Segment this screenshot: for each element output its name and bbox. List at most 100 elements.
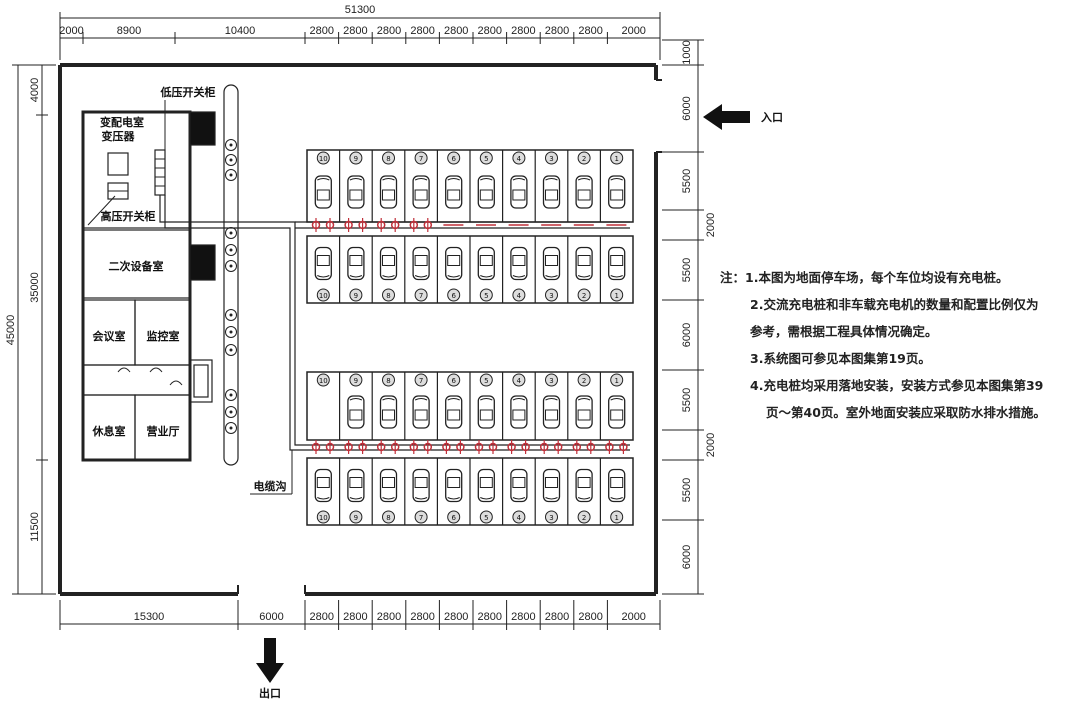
dim-label-right: 2000 — [705, 213, 717, 237]
note-line: 2.交流充电桩和非车载充电机的数量和配置比例仅为 — [750, 297, 1038, 312]
car-icon — [477, 175, 495, 209]
car-icon — [608, 175, 626, 209]
slot-number-badge — [512, 151, 526, 165]
dim-label-left: 4000 — [29, 78, 41, 102]
building-outline — [81, 110, 192, 462]
parking-spot: 10 — [316, 373, 330, 387]
dim-label-top: 2800 — [511, 25, 535, 37]
slot-number: 2 — [582, 514, 586, 522]
slot-number-badge — [349, 151, 363, 165]
dim-label-bottom: 6000 — [259, 611, 283, 623]
parking-spot: 2 — [575, 246, 593, 302]
dim-label-right: 1000 — [681, 40, 693, 64]
cable-well-icon — [225, 154, 237, 166]
parking-spot: 3 — [542, 468, 561, 524]
car-icon — [542, 468, 561, 503]
car-window — [610, 189, 624, 201]
slot-number: 5 — [484, 514, 488, 522]
parking-spot: 6 — [445, 246, 463, 302]
slot-number: 3 — [549, 514, 553, 522]
dim-label-bottom: 2800 — [377, 611, 401, 623]
cable-well-center — [229, 426, 233, 430]
slot-number-badge — [414, 288, 428, 302]
dim-label-right: 6000 — [681, 96, 693, 120]
parking-spot: 6 — [445, 468, 463, 524]
slot-number: 6 — [451, 514, 456, 522]
car-windshield — [447, 178, 460, 181]
car-windshield — [545, 398, 558, 401]
car-windshield — [414, 497, 428, 500]
charging-pile-icon — [409, 440, 419, 454]
parking-spot: 1 — [608, 151, 626, 209]
dim-label-bottom: 2800 — [478, 611, 502, 623]
car-window — [447, 409, 461, 421]
charging-pile-icon — [605, 440, 614, 454]
slot-number: 8 — [386, 155, 390, 163]
cable-well-icon — [225, 139, 237, 151]
parking-spot: 3 — [542, 151, 561, 209]
slot-number: 9 — [354, 292, 358, 300]
exit-label: 出口 — [259, 686, 281, 700]
slot-number-badge — [610, 288, 624, 302]
car-icon — [314, 246, 332, 281]
cable-well-center — [229, 393, 233, 397]
car-icon — [379, 246, 398, 281]
slot-number-badge — [349, 288, 363, 302]
cable-trench — [223, 84, 239, 466]
car-windshield — [610, 497, 623, 500]
cable-route-main-2 — [164, 195, 630, 451]
car-icon — [314, 468, 332, 503]
slot-number-badge — [447, 510, 461, 524]
car-window — [382, 409, 395, 421]
transformer-label: 变压器 — [102, 129, 136, 143]
charging-pile-icon — [507, 440, 516, 454]
door-swing — [117, 367, 131, 373]
cable-well-icon — [225, 169, 237, 181]
slot-number-badge — [479, 288, 493, 302]
car-windshield — [512, 178, 526, 181]
charging-pile-icon — [488, 440, 498, 454]
car-windshield — [317, 275, 330, 278]
slot-number: 9 — [354, 155, 358, 163]
car-window — [479, 189, 493, 201]
car-windshield — [447, 275, 460, 278]
substation-label: 变配电室 — [100, 115, 144, 129]
high-voltage-cabinet-label: 高压开关柜 — [101, 209, 156, 223]
dim-label-left-overall: 45000 — [5, 315, 17, 346]
car-icon — [510, 468, 528, 503]
note-line: 3.系统图可参见本图集第19页。 — [750, 351, 931, 366]
car-window — [577, 477, 591, 488]
cable-well-icon — [225, 309, 237, 321]
cable-well-center — [229, 173, 233, 177]
car-window — [382, 189, 395, 201]
car-windshield — [480, 497, 493, 500]
car-windshield — [545, 497, 558, 500]
slot-number: 2 — [582, 292, 586, 300]
dim-label-top: 2800 — [478, 25, 502, 37]
car-icon — [477, 246, 495, 281]
dim-label-bottom: 15300 — [134, 611, 165, 623]
charging-pile-icon — [521, 440, 530, 454]
charging-pile-icon — [423, 218, 433, 232]
slot-number: 1 — [614, 377, 618, 385]
slot-number: 10 — [319, 155, 328, 163]
parking-spot: 4 — [510, 151, 528, 209]
car-windshield — [414, 275, 428, 278]
parking-spot: 7 — [412, 151, 430, 209]
parking-spot: 8 — [379, 246, 398, 302]
car-window — [512, 189, 526, 201]
charging-pile-icon — [474, 440, 484, 454]
cable-well-center — [229, 248, 233, 252]
parking-spot: 6 — [445, 373, 463, 429]
dim-label-bottom: 2800 — [545, 611, 569, 623]
slot-number: 4 — [517, 377, 522, 385]
slot-number-badge — [382, 288, 395, 302]
car-icon — [445, 246, 463, 281]
low-voltage-cabinet-label: 低压开关柜 — [160, 85, 216, 99]
car-window — [349, 477, 363, 488]
note-line: 注：1.本图为地面停车场，每个车位均设有充电桩。 — [720, 270, 1008, 285]
charging-pile-icon — [409, 218, 419, 232]
cable-well-center — [229, 264, 233, 268]
cable-well-center — [229, 313, 233, 317]
